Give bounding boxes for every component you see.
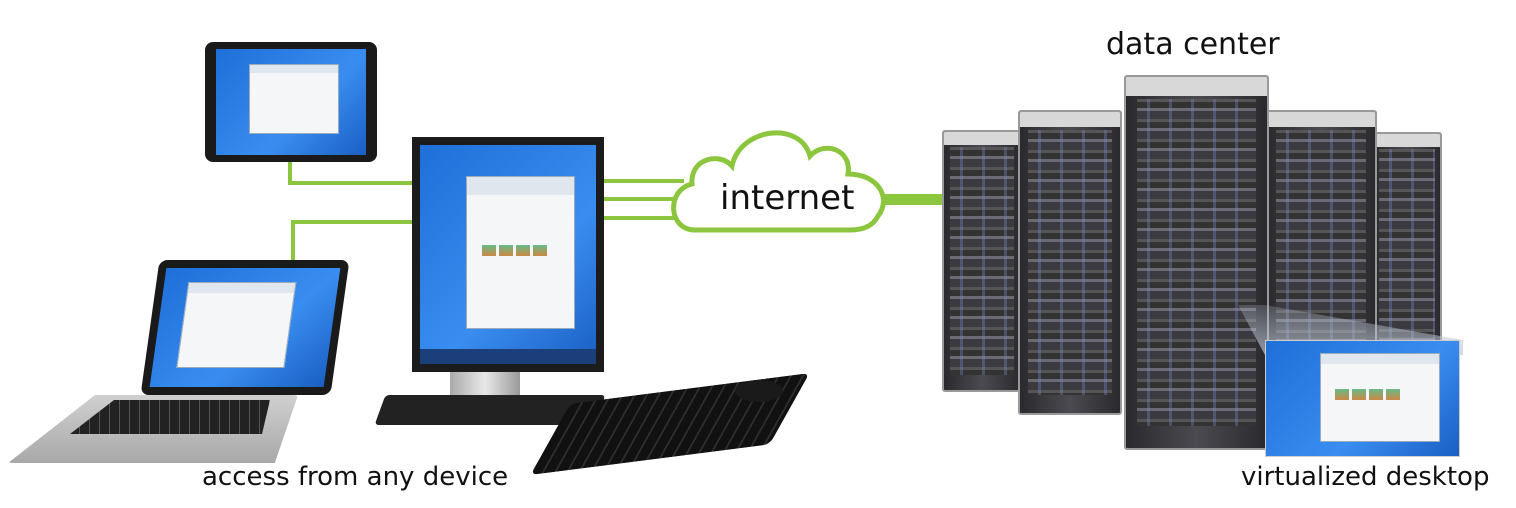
monitor-screen [420,145,596,364]
server-rack-3 [1124,75,1269,450]
virtualized-label: virtualized desktop [1241,462,1490,492]
tablet-screen [216,49,366,155]
cloud-icon [671,130,886,233]
tablet-connector-v [288,162,292,184]
server-rack-2 [1018,110,1122,415]
mouse [735,380,783,402]
access-label: access from any device [202,462,509,492]
server-rack-1 [942,130,1022,392]
monitor-cloud-line-2 [604,197,679,201]
monitor-cloud-line-1 [604,179,684,183]
laptop-connector-h [291,220,414,224]
monitor-cloud-line-3 [604,216,684,220]
monitor [412,137,604,372]
tablet-connector-h [288,181,414,185]
cloud-datacenter-line [885,194,947,205]
virtual-desktop-screen [1265,340,1460,457]
laptop-connector-v [291,220,295,262]
laptop-screen-bezel [140,260,350,395]
internet-label: internet [720,178,855,218]
data-center-label: data center [1106,27,1280,62]
tablet [205,42,377,162]
